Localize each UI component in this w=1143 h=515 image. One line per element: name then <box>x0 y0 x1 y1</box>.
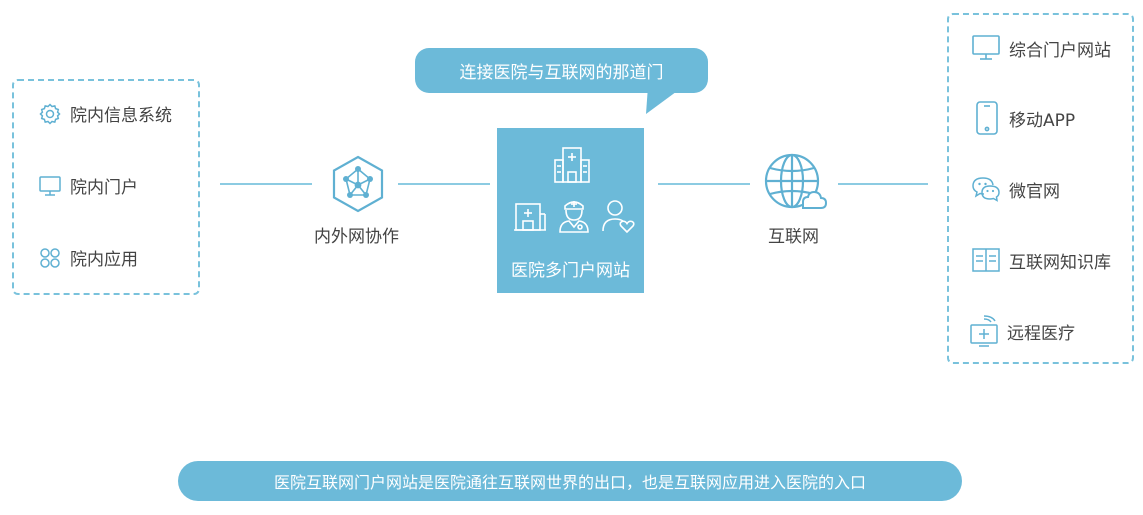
left-item-label: 院内信息系统 <box>70 106 172 126</box>
connector-line <box>220 183 312 185</box>
right-item-telemedicine[interactable]: 远程医疗 <box>969 315 1075 347</box>
internet-channels-panel <box>947 13 1134 364</box>
apps-icon <box>40 247 60 268</box>
tagline-text: 连接医院与互联网的那道门 <box>459 63 664 83</box>
tagline-bubble: 连接医院与互联网的那道门 <box>415 48 708 93</box>
bubble-tail <box>646 86 684 114</box>
clinic-icon <box>514 203 546 231</box>
doctor-icon <box>559 201 589 233</box>
globe-cloud-icon <box>764 153 827 209</box>
wechat-icon <box>972 177 1000 202</box>
right-item-portal-site[interactable]: 综合门户网站 <box>971 34 1111 62</box>
gear-icon <box>39 102 61 125</box>
connector-line <box>658 183 750 185</box>
patient-heart-icon <box>602 200 635 234</box>
right-item-knowledge-base[interactable]: 互联网知识库 <box>971 246 1111 274</box>
summary-banner: 医院互联网门户网站是医院通往互联网世界的出口，也是互联网应用进入医院的入口 <box>178 461 962 501</box>
hospital-building-icon <box>554 147 590 183</box>
hospital-portal-box[interactable]: 医院多门户网站 <box>497 128 644 293</box>
network-hexagon-icon <box>332 155 384 213</box>
right-item-label: 微官网 <box>1009 181 1060 202</box>
internet-label: 互联网 <box>768 227 819 247</box>
internal-systems-panel <box>12 79 200 295</box>
monitor-icon <box>39 175 61 196</box>
right-item-label: 移动APP <box>1009 110 1076 131</box>
left-item-label: 院内门户 <box>70 178 138 198</box>
book-icon <box>972 248 1000 272</box>
right-item-label: 远程医疗 <box>1007 323 1075 344</box>
right-item-label: 互联网知识库 <box>1009 252 1111 273</box>
left-item-portal[interactable]: 院内门户 <box>38 173 138 198</box>
mobile-phone-icon <box>976 101 998 135</box>
right-item-mobile-app[interactable]: 移动APP <box>975 101 1075 135</box>
monitor-icon <box>972 35 1000 60</box>
connector-line <box>838 183 928 185</box>
right-item-wechat[interactable]: 微官网 <box>971 176 1060 202</box>
telemedicine-icon <box>970 315 998 347</box>
connector-line <box>398 183 490 185</box>
left-item-apps[interactable]: 院内应用 <box>38 245 138 270</box>
collab-label: 内外网协作 <box>314 227 399 247</box>
left-item-label: 院内应用 <box>70 250 138 270</box>
summary-text: 医院互联网门户网站是医院通往互联网世界的出口，也是互联网应用进入医院的入口 <box>273 473 866 492</box>
left-item-info-system[interactable]: 院内信息系统 <box>38 101 172 126</box>
center-title: 医院多门户网站 <box>511 261 630 281</box>
right-item-label: 综合门户网站 <box>1009 40 1111 61</box>
